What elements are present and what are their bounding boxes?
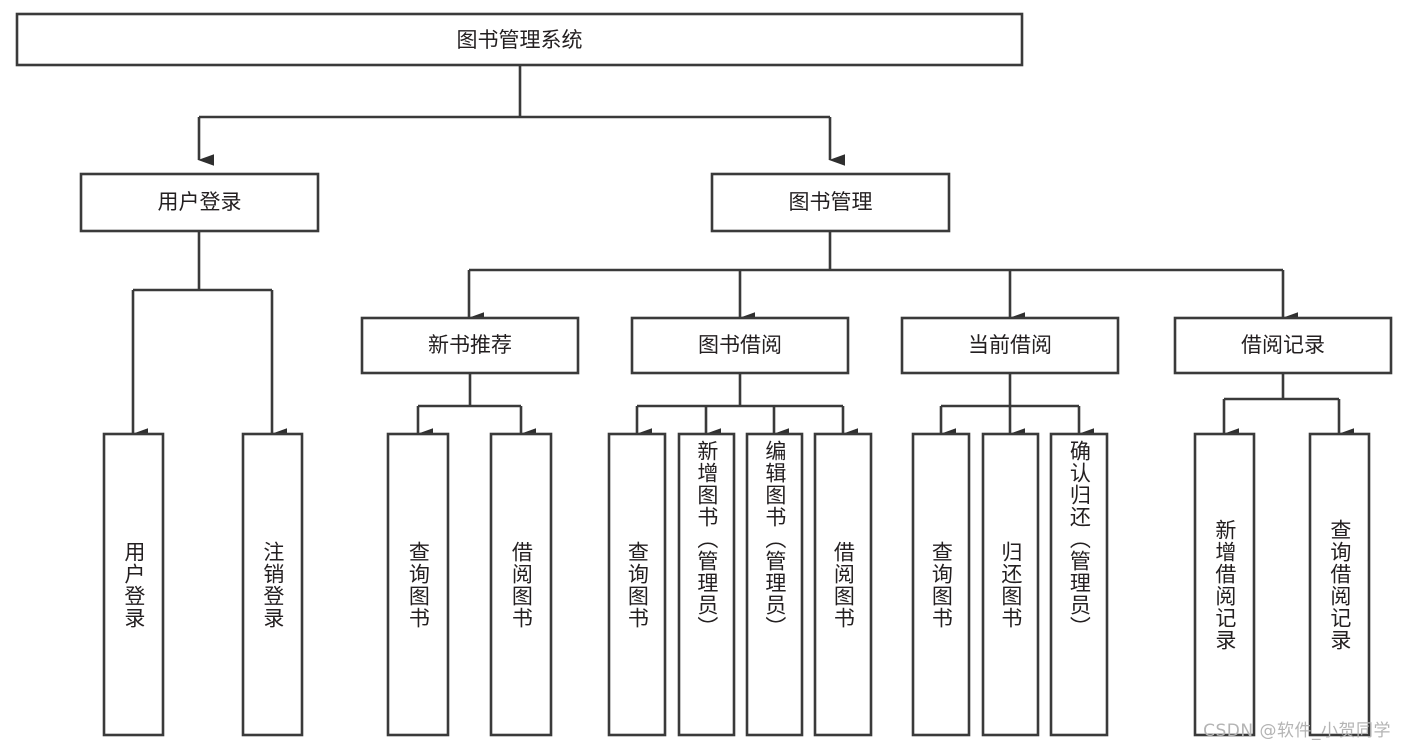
connector-new-book-rec-to-leaves: [416, 373, 536, 440]
leaf-box-query-book-2[interactable]: [607, 432, 667, 737]
leaf-box-query-book-1[interactable]: [386, 432, 450, 737]
node-book-borrow[interactable]: 图书借阅: [630, 316, 850, 375]
leaf-box-edit-book[interactable]: [745, 432, 804, 737]
connector-root-to-level2: [197, 65, 845, 166]
leaf-box-return-book[interactable]: [981, 432, 1040, 737]
node-book-borrow-box: [630, 316, 850, 375]
connector-borrow-record-to-leaves: [1222, 373, 1354, 440]
node-root-box: [15, 12, 1024, 67]
node-new-book-rec-label: 新书推荐: [428, 333, 512, 357]
node-user-login-label: 用户登录: [158, 190, 242, 214]
node-current-borrow-box: [900, 316, 1120, 375]
node-borrow-record-label: 借阅记录: [1241, 333, 1325, 357]
node-current-borrow[interactable]: 当前借阅: [900, 316, 1120, 375]
node-current-borrow-label: 当前借阅: [968, 333, 1052, 357]
node-book-manage[interactable]: 图书管理: [710, 172, 951, 233]
node-borrow-record[interactable]: 借阅记录: [1173, 316, 1393, 375]
connector-current-borrow-to-leaves: [939, 373, 1094, 440]
node-user-login[interactable]: 用户登录: [79, 172, 320, 233]
leaf-box-add-record[interactable]: [1193, 432, 1256, 737]
leaf-box-borrow-book-2[interactable]: [813, 432, 873, 737]
node-book-manage-label: 图书管理: [789, 190, 873, 214]
node-borrow-record-box: [1173, 316, 1393, 375]
leaf-box-query-record[interactable]: [1308, 432, 1371, 737]
connector-book-borrow-to-leaves: [635, 373, 858, 440]
node-new-book-rec-box: [360, 316, 580, 375]
leaf-box-user-login[interactable]: [102, 432, 165, 737]
connector-user-login-to-leaves: [131, 231, 287, 440]
node-root-label: 图书管理系统: [457, 28, 583, 52]
node-book-manage-box: [710, 172, 951, 233]
leaf-box-borrow-book-1[interactable]: [489, 432, 553, 737]
leaf-box-user-logout[interactable]: [241, 432, 304, 737]
node-book-borrow-label: 图书借阅: [698, 333, 782, 357]
leaf-box-confirm-return[interactable]: [1049, 432, 1109, 737]
node-new-book-rec[interactable]: 新书推荐: [360, 316, 580, 375]
connector-book-manage-to-level3: [467, 231, 1298, 324]
leaf-box-add-book[interactable]: [677, 432, 736, 737]
node-root[interactable]: 图书管理系统: [15, 12, 1024, 67]
leaf-box-query-book-3[interactable]: [911, 432, 971, 737]
csdn-watermark: CSDN @软件_小贺同学: [1203, 721, 1391, 741]
